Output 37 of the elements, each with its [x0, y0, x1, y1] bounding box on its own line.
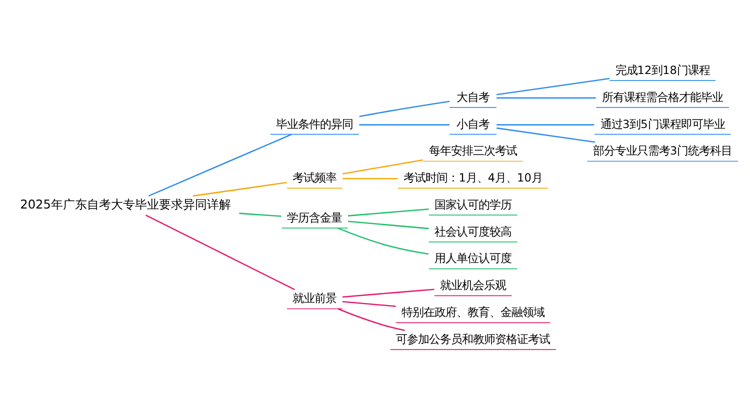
node-text: 可参加公务员和教师资格证考试 [396, 332, 550, 346]
node-text: 用人单位认可度 [434, 252, 512, 265]
connector [342, 300, 396, 306]
connector [342, 288, 434, 298]
node-text: 毕业条件的异同 [276, 117, 354, 130]
connector [496, 77, 610, 95]
node-text: 2025年广东自考大专毕业要求异同详解 [20, 197, 231, 212]
node-text: 考试频率 [292, 171, 337, 184]
node-text: 考试时间：1月、4月、10月 [404, 171, 542, 184]
connector [348, 220, 429, 229]
node-text: 部分专业只需考3门统考科目 [593, 144, 732, 158]
connector [145, 214, 295, 290]
connector [342, 158, 424, 174]
connector [359, 100, 450, 117]
connector [337, 308, 405, 331]
connector [348, 208, 429, 216]
node-text: 小自考 [456, 117, 490, 130]
connector [148, 133, 292, 196]
node-text: 通过3到5门课程即可毕业 [600, 117, 725, 130]
connector [496, 126, 596, 142]
connector [337, 226, 429, 254]
connector [342, 177, 398, 179]
node-text: 每年安排三次考试 [429, 144, 518, 158]
connector [359, 124, 450, 125]
node-text: 特别在政府、教育、金融领域 [402, 306, 545, 319]
node-text: 国家认可的学历 [434, 198, 512, 211]
node-text: 大自考 [456, 90, 490, 104]
node-text: 就业前景 [292, 292, 337, 305]
node-text: 社会认可度较高 [434, 224, 512, 238]
connector [239, 212, 282, 216]
node-text: 完成12到18门课程 [615, 63, 710, 76]
connector [496, 124, 594, 125]
connector [496, 96, 596, 98]
node-text: 就业机会乐观 [440, 278, 506, 292]
node-text: 学历含金量 [287, 210, 342, 224]
node-text: 所有课程需合格才能毕业 [602, 90, 724, 104]
connector [192, 181, 287, 196]
